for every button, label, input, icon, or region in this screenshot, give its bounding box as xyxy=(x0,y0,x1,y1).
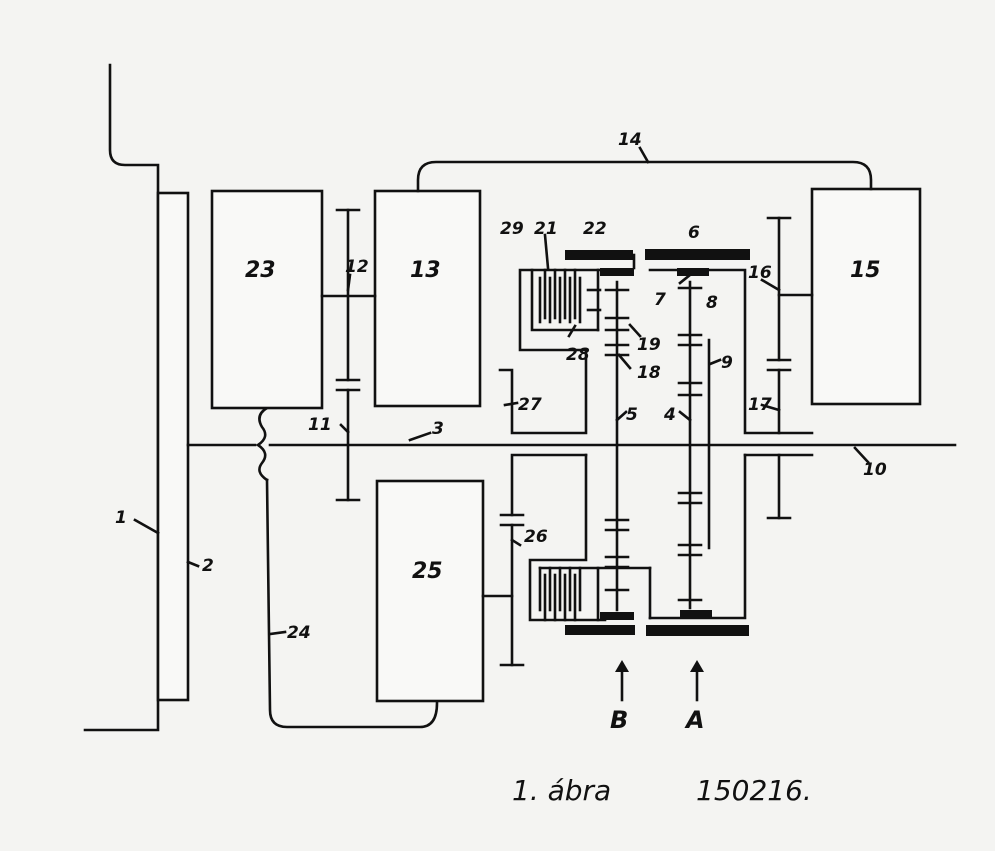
gear-11-12 xyxy=(335,208,361,502)
label-28: 28 xyxy=(566,345,590,365)
plate-2 xyxy=(156,191,190,702)
housing-1 xyxy=(83,63,160,732)
gear-26-27 xyxy=(498,348,588,667)
label-8: 8 xyxy=(706,293,718,313)
label-9: 9 xyxy=(721,353,733,373)
clutch-lower xyxy=(528,453,652,622)
label-11: 11 xyxy=(308,415,332,435)
label-15: 15 xyxy=(850,258,881,283)
arrow-b xyxy=(615,660,629,702)
label-7: 7 xyxy=(654,290,666,310)
label-1: 1 xyxy=(115,508,127,528)
label-21: 21 xyxy=(534,219,558,239)
label-18: 18 xyxy=(637,363,661,383)
label-22: 22 xyxy=(583,219,607,239)
label-25: 25 xyxy=(412,559,443,584)
label-4: 4 xyxy=(663,405,676,425)
unit-23 xyxy=(210,189,324,410)
brake-6 xyxy=(645,249,750,260)
main-shaft xyxy=(186,406,957,482)
label-24: 24 xyxy=(287,623,311,643)
label-29: 29 xyxy=(500,219,524,239)
unit-15 xyxy=(810,187,922,406)
label-19: 19 xyxy=(637,335,661,355)
unit-13 xyxy=(373,189,482,408)
link-14 xyxy=(416,160,873,193)
label-16: 16 xyxy=(748,263,772,283)
gear-16-17 xyxy=(766,216,814,520)
brake-22 xyxy=(565,250,633,260)
unit-25 xyxy=(375,479,485,703)
arrow-a-label: A xyxy=(684,706,705,734)
arrow-b-label: B xyxy=(610,706,628,734)
arrow-a xyxy=(690,660,704,702)
label-12: 12 xyxy=(345,257,369,277)
label-14: 14 xyxy=(618,130,642,150)
label-2: 2 xyxy=(202,556,214,576)
label-10: 10 xyxy=(863,460,887,480)
figure-caption: 1. ábra xyxy=(512,774,611,807)
label-27: 27 xyxy=(518,395,542,415)
label-23: 23 xyxy=(245,258,276,283)
planet-5 xyxy=(604,280,630,612)
label-6: 6 xyxy=(688,223,700,243)
label-26: 26 xyxy=(524,527,548,547)
link-24 xyxy=(265,478,439,729)
label-3: 3 xyxy=(432,419,444,439)
patent-number: 150216. xyxy=(696,774,812,807)
label-17: 17 xyxy=(748,395,772,415)
clutch-upper xyxy=(518,268,607,352)
label-13: 13 xyxy=(410,258,441,283)
label-5: 5 xyxy=(626,405,638,425)
